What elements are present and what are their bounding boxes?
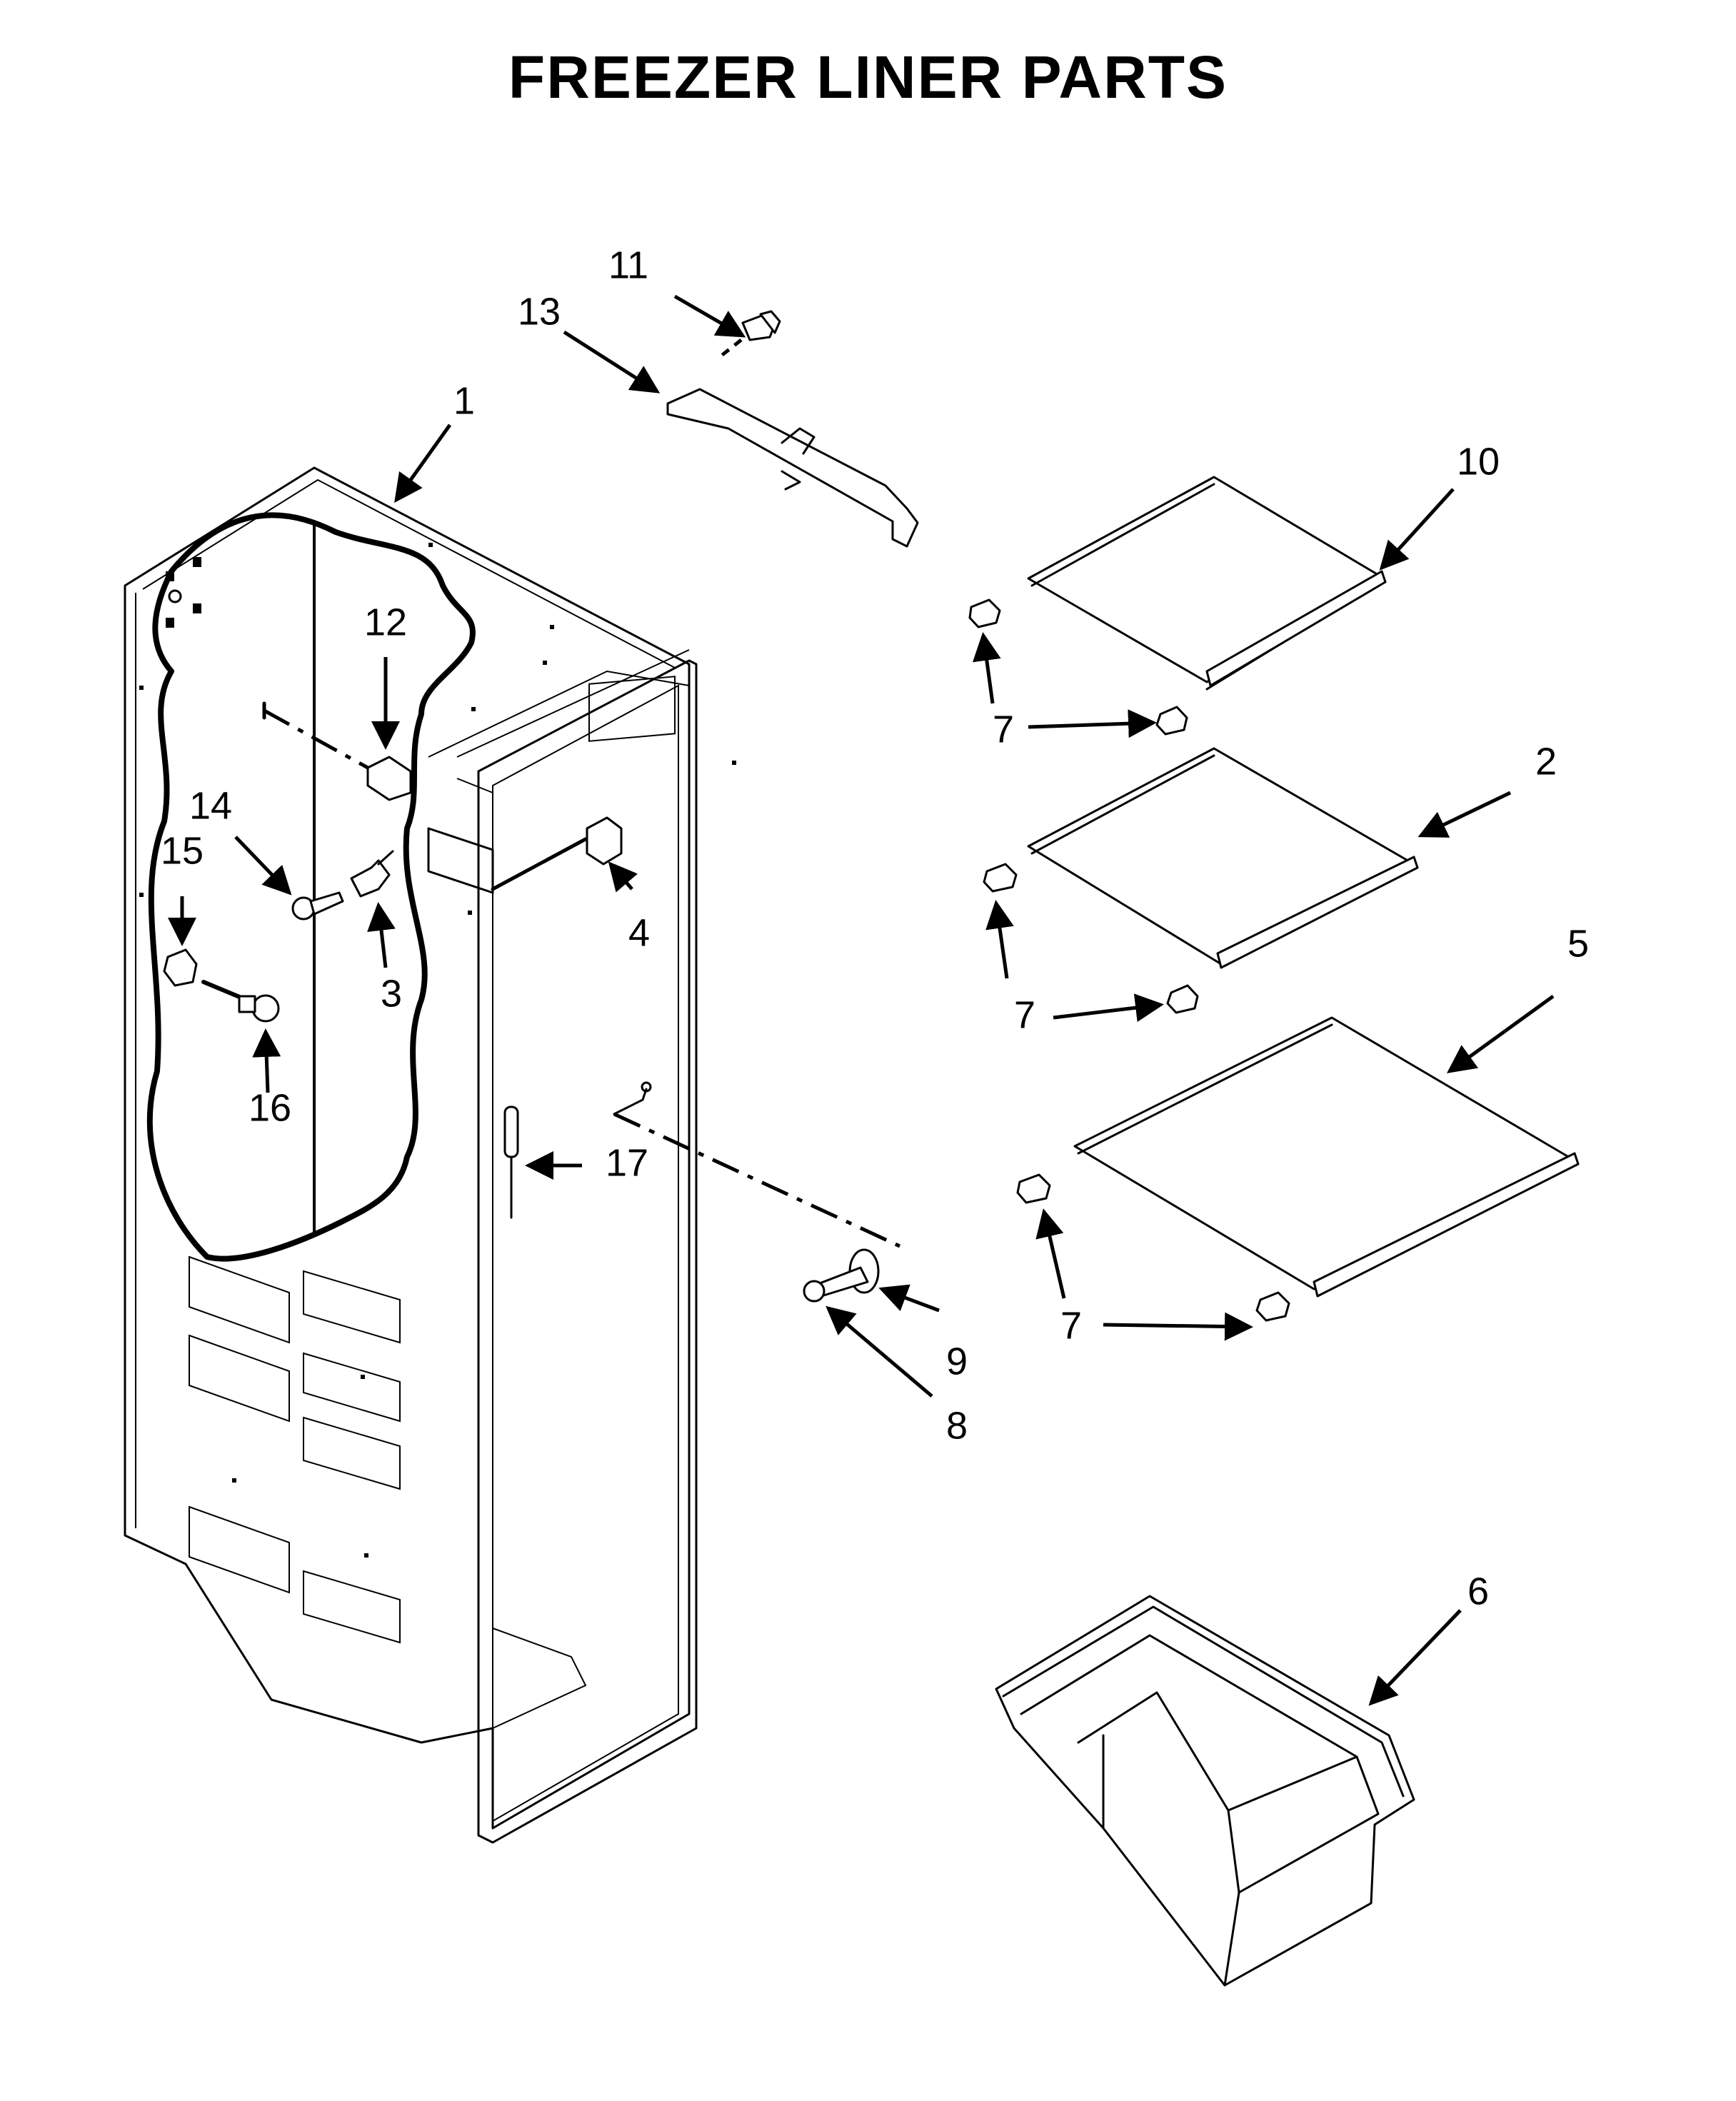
callout-3: 3 [381, 972, 402, 1015]
callout-14: 14 [189, 784, 232, 827]
callout-16: 16 [249, 1086, 291, 1129]
callout-7-bottom: 7 [1060, 1304, 1082, 1347]
callout-leaders [168, 294, 1555, 1706]
callout-labels: 11 13 1 10 12 14 15 3 4 16 17 9 8 7 2 7 … [161, 244, 1589, 1613]
part-8-9-shelf-screw [613, 1081, 901, 1303]
callout-4: 4 [628, 911, 650, 954]
callout-17: 17 [606, 1141, 648, 1184]
callout-8: 8 [946, 1404, 968, 1447]
part-17-thermistor [503, 1105, 519, 1219]
freezer-liner [124, 466, 736, 1844]
part-7-shelf-studs [968, 598, 1290, 1322]
part-15-light-socket [163, 948, 249, 1002]
part-3-bracket [350, 850, 394, 898]
part-16-bulb [238, 994, 280, 1023]
callout-7-middle: 7 [1014, 993, 1035, 1036]
diagram-title: FREEZER LINER PARTS [508, 44, 1228, 111]
part-6-bin [995, 1595, 1415, 1987]
callout-10: 10 [1457, 440, 1500, 483]
callout-15: 15 [161, 829, 204, 872]
part-13-bracket [666, 388, 919, 548]
part-11-screw [716, 310, 781, 360]
part-4-switch [491, 816, 623, 891]
callout-13: 13 [518, 290, 561, 333]
callout-11: 11 [608, 244, 648, 286]
callout-5: 5 [1567, 922, 1589, 965]
callout-9: 9 [946, 1340, 968, 1383]
part-10-shelf [1027, 476, 1387, 691]
part-12-clip [262, 701, 412, 801]
part-2-shelf [1027, 747, 1419, 969]
part-14-screw [291, 891, 344, 921]
callout-1: 1 [453, 379, 475, 422]
callout-12: 12 [364, 601, 407, 643]
part-5-shelf [1073, 1016, 1580, 1298]
callout-2: 2 [1535, 740, 1557, 783]
callout-7-top: 7 [993, 708, 1014, 751]
callout-6: 6 [1467, 1570, 1489, 1613]
